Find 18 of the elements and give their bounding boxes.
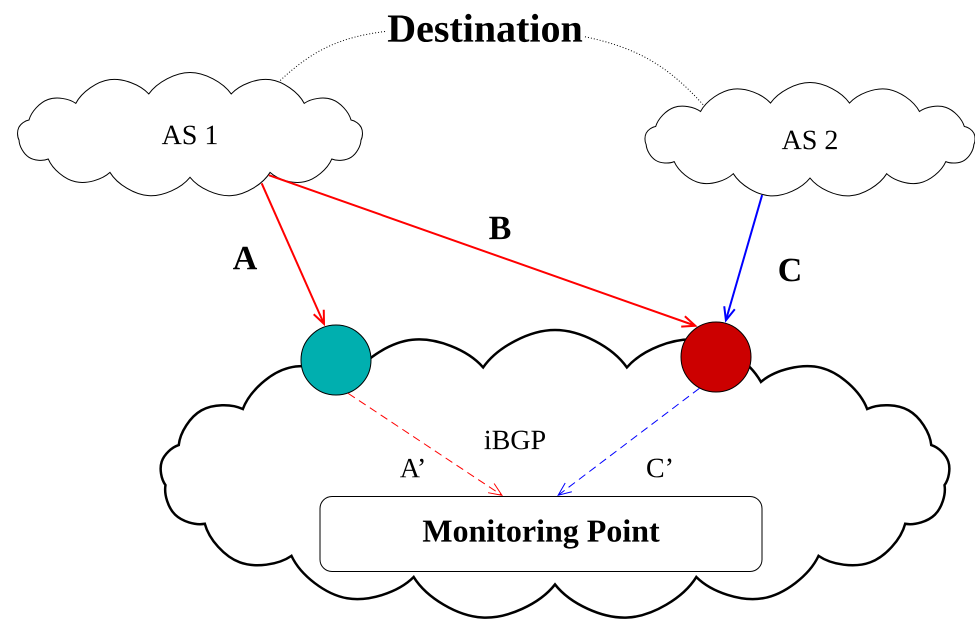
- monitoring-box: Monitoring Point: [320, 496, 762, 572]
- router-circle: [680, 322, 752, 392]
- edge-label: C: [779, 258, 800, 282]
- arrow: [348, 392, 503, 496]
- arrow: [723, 194, 764, 323]
- router-circle: [300, 324, 372, 396]
- arrow: [557, 388, 700, 496]
- edge-label: A’: [400, 458, 424, 478]
- edge-label: A: [233, 246, 258, 270]
- arrow: [260, 182, 326, 326]
- edge-label: C’: [647, 458, 672, 478]
- arrow: [268, 174, 698, 328]
- dotted-line: [584, 36, 704, 106]
- destination-label: Destination: [388, 14, 582, 42]
- dotted-line: [278, 31, 386, 82]
- edge-label: B: [489, 216, 510, 240]
- cloud: AS 2: [644, 82, 975, 196]
- cloud: AS 1: [17, 72, 363, 196]
